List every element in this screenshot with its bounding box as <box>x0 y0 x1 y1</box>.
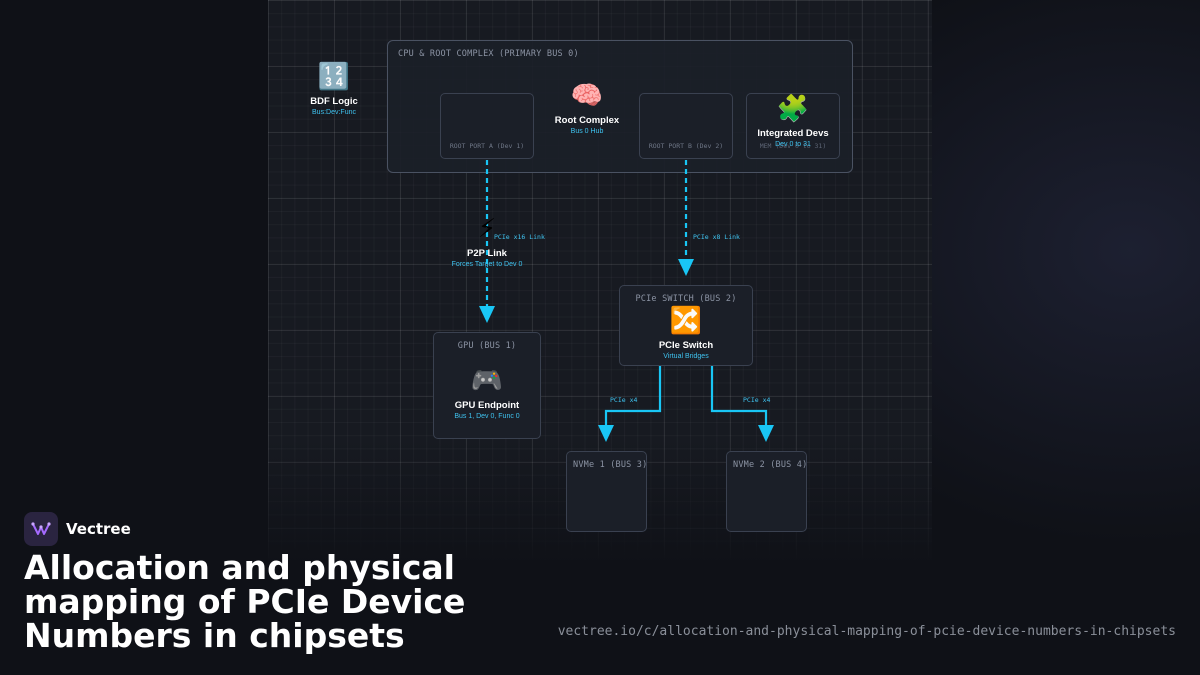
root-complex-node: 🧠 Root Complex Bus 0 Hub <box>555 81 619 135</box>
root-complex-title: Root Complex <box>554 115 620 126</box>
brain-icon: 🧠 <box>570 81 604 111</box>
nvme-1-box: NVMe 1 (BUS 3) <box>566 451 647 532</box>
pcie-switch-box-label: PCIe SWITCH (BUS 2) <box>635 294 737 304</box>
pcie-switch-subtitle: Virtual Bridges <box>663 353 709 360</box>
bdf-logic-subtitle: Bus:Dev:Func <box>312 109 356 116</box>
root-complex-container-label: CPU & ROOT COMPLEX (PRIMARY BUS 0) <box>398 49 579 59</box>
root-complex-subtitle: Bus 0 Hub <box>570 128 604 135</box>
link-nvme-2-label: PCIe x4 <box>743 396 771 404</box>
pcie-switch-box: PCIe SWITCH (BUS 2) <box>619 285 753 366</box>
shuffle-icon: 🔀 <box>669 306 703 336</box>
integrated-devs-title: Integrated Devs <box>757 128 829 139</box>
pcie-switch-node: 🔀 PCIe Switch Virtual Bridges <box>659 306 713 360</box>
page-url[interactable]: vectree.io/c/allocation-and-physical-map… <box>557 624 1176 639</box>
nvme-1-label: NVMe 1 (BUS 3) <box>573 460 648 470</box>
p2p-link-node: ⚡ P2P Link Forces Target to Dev 0 <box>452 214 523 268</box>
arrow-to-nvme-2 <box>758 425 774 442</box>
root-port-a-label: ROOT PORT A (Dev 1) <box>449 142 525 150</box>
link-switch-to-nvme-2 <box>710 366 768 428</box>
integrated-devs-label: MEM (Dev 0 to 31) <box>759 142 827 150</box>
nvme-2-box: NVMe 2 (BUS 4) <box>726 451 807 532</box>
vectree-logo-icon <box>24 512 58 546</box>
gpu-endpoint-node: 🎮 GPU Endpoint Bus 1, Dev 0, Func 0 <box>454 366 519 420</box>
root-port-a: ROOT PORT A (Dev 1) <box>440 93 534 159</box>
page-title: Allocation and physical mapping of PCIe … <box>24 548 466 655</box>
link-b-label: PCIe x8 Link <box>693 233 740 241</box>
nvme-2-label: NVMe 2 (BUS 4) <box>733 460 808 470</box>
link-nvme-1-label: PCIe x4 <box>610 396 638 404</box>
link-a-label: PCIe x16 Link <box>494 233 545 241</box>
gpu-box-label: GPU (BUS 1) <box>457 341 517 351</box>
gpu-endpoint-subtitle: Bus 1, Dev 0, Func 0 <box>454 413 520 420</box>
arrow-to-gpu <box>479 306 495 323</box>
integrated-devs-node: 🧩 Integrated Devs Dev 0 to 31 <box>757 94 828 148</box>
arrow-to-switch <box>678 259 694 276</box>
number-keypad-icon: 🔢 <box>317 62 351 92</box>
root-port-b-label: ROOT PORT B (Dev 2) <box>648 142 724 150</box>
brand-name: Vectree <box>66 520 131 538</box>
bdf-logic-node: 🔢 BDF Logic Bus:Dev:Func <box>310 62 358 116</box>
gamepad-icon: 🎮 <box>470 366 504 396</box>
arrow-to-nvme-1 <box>598 425 614 442</box>
pcie-switch-title: PCIe Switch <box>658 340 714 351</box>
integrated-devs-box: MEM (Dev 0 to 31) <box>746 93 840 159</box>
integrated-devs-subtitle: Dev 0 to 31 <box>775 141 811 148</box>
link-switch-to-nvme-1 <box>604 366 662 428</box>
brand[interactable]: Vectree <box>24 512 131 546</box>
gpu-box: GPU (BUS 1) <box>433 332 541 439</box>
bdf-logic-title: BDF Logic <box>310 96 358 107</box>
lightning-bolt-icon: ⚡ <box>477 214 497 244</box>
p2p-link-subtitle: Forces Target to Dev 0 <box>451 261 523 268</box>
puzzle-piece-icon: 🧩 <box>776 94 810 124</box>
root-port-b: ROOT PORT B (Dev 2) <box>639 93 733 159</box>
p2p-link-title: P2P Link <box>467 248 507 259</box>
gpu-endpoint-title: GPU Endpoint <box>454 400 520 411</box>
